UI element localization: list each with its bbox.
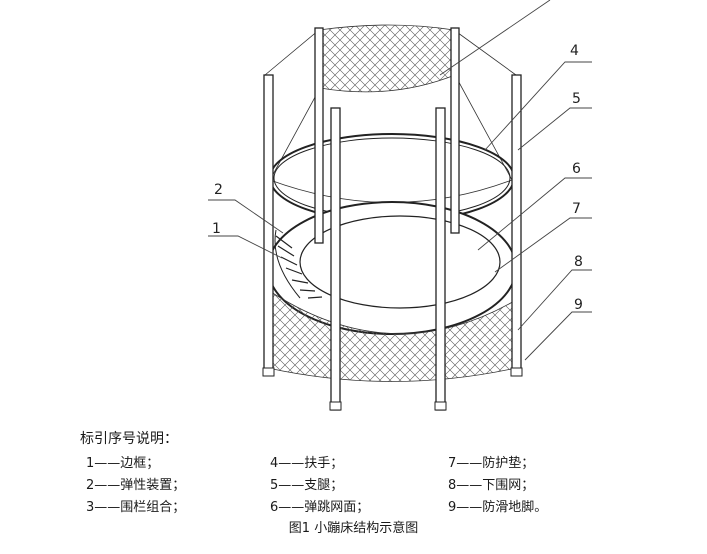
trampoline-diagram: 4 5 6 7 8 9 2 1	[208, 0, 592, 411]
figure-caption: 图1 小蹦床结构示意图	[288, 521, 419, 536]
legend-item-3: 3——围栏组合；	[86, 500, 186, 515]
legend-item-1: 1——边框；	[86, 456, 160, 471]
callout-9: 9	[574, 297, 583, 313]
legend-item-5: 5——支腿；	[270, 478, 344, 493]
legend-item-8: 8——下围网；	[448, 478, 535, 493]
upper-net	[264, 24, 517, 203]
callout-1: 1	[212, 221, 221, 237]
callout-2: 2	[214, 182, 223, 198]
trampoline-frame	[267, 201, 517, 335]
legend-item-2: 2——弹性装置；	[86, 478, 186, 493]
legend-title: 标引序号说明：	[80, 431, 178, 447]
callout-5: 5	[572, 91, 581, 107]
support-legs	[262, 27, 523, 411]
legend-item-6: 6——弹跳网面；	[270, 500, 370, 515]
callout-6: 6	[572, 161, 581, 177]
callout-8: 8	[574, 254, 583, 270]
legend-item-4: 4——扶手；	[270, 456, 344, 471]
callout-7: 7	[572, 201, 581, 217]
legend-item-7: 7——防护垫；	[448, 456, 535, 471]
legend-item-9: 9——防滑地脚。	[448, 500, 548, 515]
leader-lines	[208, 0, 592, 361]
callout-4: 4	[570, 43, 579, 59]
